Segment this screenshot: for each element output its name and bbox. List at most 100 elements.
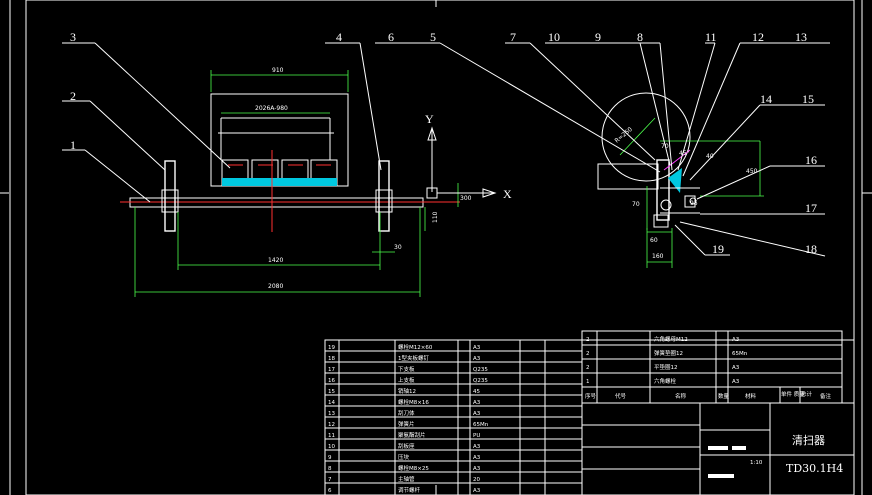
dim-40: 40 [706, 153, 714, 160]
bom-l-mat: Q235 [473, 378, 488, 384]
bom-r-name: 六角螺栓 [654, 377, 677, 385]
front-view: 910 2026A-980 [120, 67, 512, 297]
bom-l-seq: 6 [328, 488, 332, 494]
dim-60: 60 [650, 237, 658, 244]
bom-r-name: 平垫圈12 [654, 363, 678, 371]
callout-14: 14 [760, 92, 772, 106]
bom-l-seq: 12 [328, 422, 335, 428]
bom-l-mat: A3 [473, 466, 481, 472]
callout-9: 9 [595, 30, 601, 44]
scale-label: 1:10 [750, 460, 763, 466]
bom-l-name: 聚氨酯刮片 [398, 431, 426, 439]
hdr-code: 代号 [615, 392, 627, 400]
bom-l-mat: A3 [473, 356, 481, 362]
scraper-blocks [221, 159, 338, 186]
dim-450: 450 [746, 168, 758, 175]
bom-l-seq: 18 [328, 356, 335, 362]
callout-11: 11 [705, 30, 717, 44]
bom-l-mat: A3 [473, 455, 481, 461]
bom-l-seq: 11 [328, 433, 335, 439]
bom-l-mat: A3 [473, 345, 481, 351]
callout-12: 12 [752, 30, 764, 44]
callout-13: 13 [795, 30, 807, 44]
hdr-w2: 总计 [801, 390, 813, 398]
bom-l-name: 螺栓M12×60 [398, 343, 433, 351]
hdr-mat: 材料 [745, 392, 757, 400]
callout-3: 3 [70, 30, 76, 44]
bom-l-seq: 8 [328, 466, 332, 472]
hdr-w1: 单件 质量 [781, 390, 805, 398]
bom-l-name: 下支板 [398, 365, 415, 373]
callout-6: 6 [388, 30, 394, 44]
callouts: 1 2 3 4 5 6 7 8 9 10 11 12 13 14 15 16 1… [70, 30, 817, 256]
callout-10: 10 [548, 30, 560, 44]
bom-r-name: 六角螺母M12 [654, 335, 688, 343]
bom-l-name: 弹簧片 [398, 420, 415, 428]
callout-2: 2 [70, 89, 76, 103]
dim-r250: R=250 [614, 126, 634, 145]
hdr-name: 名称 [675, 392, 687, 400]
title-block: 序号 代号 名称 数量 材料 单件 质量 总计 备注 2 六角螺母M12 A3 … [324, 330, 855, 495]
bom-l-mat: 45 [473, 389, 480, 395]
bom-r-mat: 65Mn [732, 351, 748, 357]
bom-l-seq: 13 [328, 411, 335, 417]
callout-19: 19 [712, 242, 724, 256]
bom-l-seq: 14 [328, 400, 335, 406]
callout-7: 7 [510, 30, 516, 44]
bom-l-seq: 10 [328, 444, 335, 450]
callout-17: 17 [805, 201, 817, 215]
drawing-code: TD30.1H4 [786, 462, 843, 475]
bom-l-seq: 15 [328, 389, 335, 395]
dim-980: 2026A-980 [255, 105, 288, 112]
bom-r-mat: A3 [732, 379, 740, 385]
bom-l-name: 刮刀体 [398, 409, 415, 417]
dim-95: 95 [690, 200, 698, 207]
bom-l-name: 调节螺杆 [398, 486, 421, 494]
side-leaders [375, 42, 830, 257]
dim-70b: 70 [632, 201, 640, 208]
bom-r-name: 弹簧垫圈12 [654, 349, 683, 357]
bom-l-name: 主轴管 [398, 475, 415, 483]
bom-l-mat: A3 [473, 488, 481, 494]
bom-l-mat: 65Mn [473, 422, 489, 428]
bom-l-seq: 7 [328, 477, 332, 483]
bom-l-mat: A3 [473, 444, 481, 450]
bom-l-name: 压块 [398, 453, 410, 461]
bom-l-name: 螺栓M8×25 [398, 464, 429, 472]
bom-l-seq: 17 [328, 367, 335, 373]
callout-4: 4 [336, 30, 342, 44]
hdr-seq: 序号 [585, 392, 597, 400]
bom-l-name: 刮板座 [398, 442, 415, 450]
bom-l-name: 1型夹板螺钉 [398, 354, 429, 362]
dim-1420: 1420 [268, 257, 283, 264]
dim-110: 110 [432, 211, 439, 223]
bom-l-seq: 9 [328, 455, 332, 461]
front-leaders [62, 42, 382, 203]
bom-r-seq: 2 [586, 337, 590, 343]
bom-l-name: 螺栓M8×16 [398, 398, 429, 406]
bom-l-name: 销轴12 [398, 387, 416, 395]
bom-l-mat: 20 [473, 477, 480, 483]
bom-l-seq: 19 [328, 345, 335, 351]
axis-x-label: X [503, 187, 512, 201]
dim-70a: 70 [661, 143, 669, 150]
bom-l-name: 上支板 [398, 376, 415, 384]
hdr-note: 备注 [820, 392, 832, 400]
bom-right-rows: 2 六角螺母M12 A3 2 弹簧垫圈12 65Mn 2 平垫圈12 A3 1 … [586, 335, 748, 385]
dim-2080: 2080 [268, 283, 283, 290]
bom-l-mat: A3 [473, 400, 481, 406]
drawing-name: 清扫器 [792, 434, 825, 447]
callout-8: 8 [637, 30, 643, 44]
bom-l-seq: 16 [328, 378, 335, 384]
dim-300: 300 [460, 195, 472, 202]
dim-910: 910 [272, 67, 284, 74]
dim-160: 160 [652, 253, 664, 260]
bom-r-mat: A3 [732, 337, 740, 343]
bom-r-seq: 1 [586, 379, 590, 385]
callout-5: 5 [430, 30, 436, 44]
callout-15: 15 [802, 92, 814, 106]
bom-l-mat: PU [473, 433, 480, 439]
bom-r-seq: 2 [586, 365, 590, 371]
